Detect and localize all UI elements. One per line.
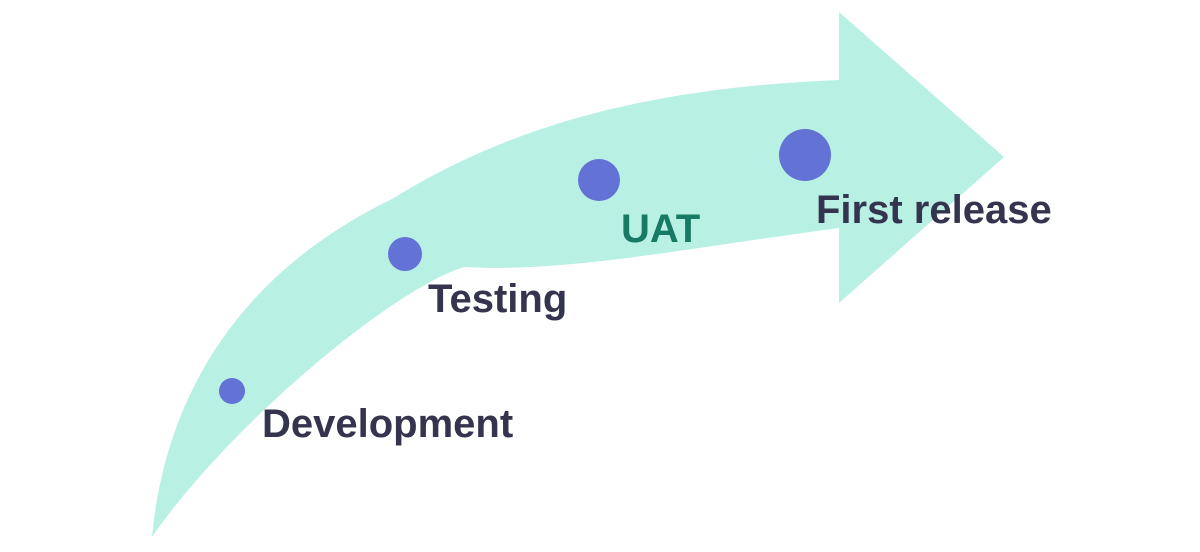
- arrow-shape: [152, 12, 1004, 537]
- milestone-dot-first-release: [779, 129, 831, 181]
- milestone-dot-testing: [388, 237, 422, 271]
- milestone-label-uat: UAT: [621, 207, 700, 251]
- milestone-label-first-release: First release: [816, 188, 1052, 232]
- milestone-dot-uat: [578, 159, 620, 201]
- milestone-label-development: Development: [262, 402, 513, 446]
- milestone-dot-development: [219, 378, 245, 404]
- milestone-label-testing: Testing: [428, 277, 567, 321]
